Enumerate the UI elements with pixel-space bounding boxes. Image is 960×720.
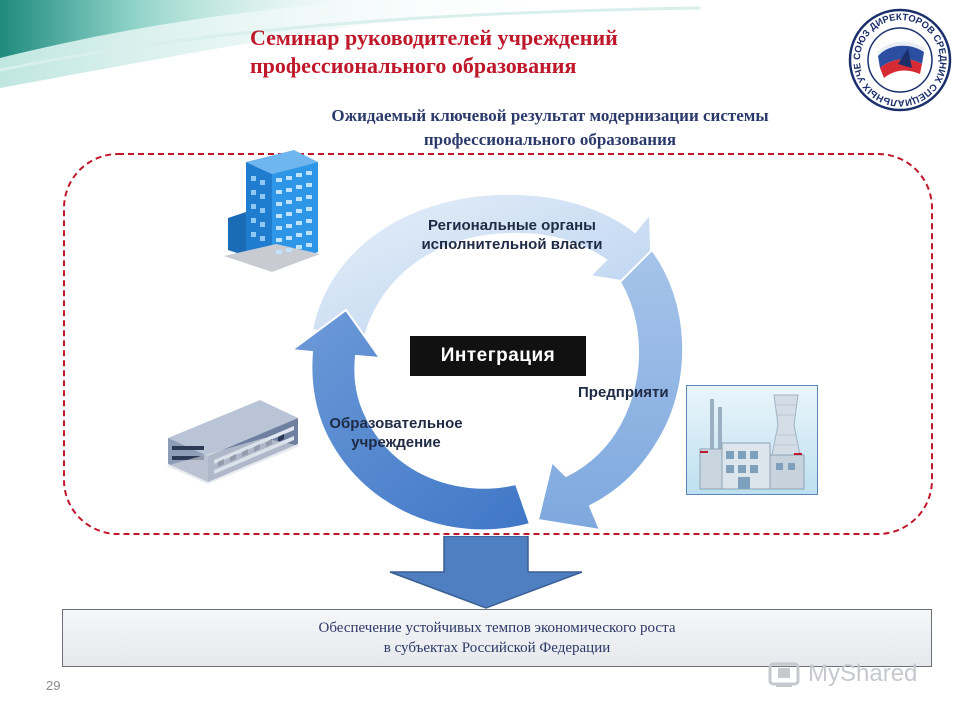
down-arrow-icon (389, 536, 583, 609)
integration-cycle-diagram (290, 192, 685, 532)
seminar-title-line2: профессионального образования (250, 53, 577, 78)
header-swoosh (0, 0, 701, 88)
label-edu-line1: Образовательное (329, 415, 463, 432)
cycle-segment-enterprise (536, 248, 685, 532)
school-building-icon (166, 400, 300, 484)
label-enterprises: Предприяти (578, 384, 669, 401)
label-regional-line2: исполнительной власти (421, 236, 603, 253)
integration-badge: Интеграция (410, 336, 586, 376)
page-number: 29 (46, 678, 61, 693)
office-tower-icon (224, 150, 320, 272)
subtitle-line2: профессионального образования (423, 130, 677, 149)
seminar-title-line1: Семинар руководителей учреждений (250, 25, 618, 50)
seal-logo-icon: СОЮЗ ДИРЕКТОРОВ СРЕДНИХ СПЕЦИАЛЬНЫХ УЧЕБ… (848, 8, 952, 112)
label-regional-line1: Региональные органы (428, 217, 596, 234)
cycle-segment-regional (310, 192, 654, 342)
label-educational-institution: Образовательное учреждение (296, 414, 496, 452)
result-line1: Обеспечение устойчивых темпов экономичес… (318, 620, 676, 636)
slide-subtitle: Ожидаемый ключевой результат модернизаци… (160, 104, 940, 152)
watermark-text: MyShared (808, 660, 918, 687)
dashed-frame (63, 153, 933, 535)
label-edu-line2: учреждение (351, 434, 441, 451)
factory-icon (686, 385, 818, 495)
expected-result-box: Обеспечение устойчивых темпов экономичес… (62, 609, 932, 667)
subtitle-line1: Ожидаемый ключевой результат модернизаци… (331, 106, 769, 125)
cycle-segment-education (290, 308, 532, 532)
watermark-icon (768, 662, 800, 687)
label-regional-authorities: Региональные органы исполнительной власт… (392, 216, 632, 254)
seminar-title: Семинар руководителей учреждений професс… (250, 24, 810, 80)
result-line2: в субъектах Российской Федерации (383, 640, 611, 656)
